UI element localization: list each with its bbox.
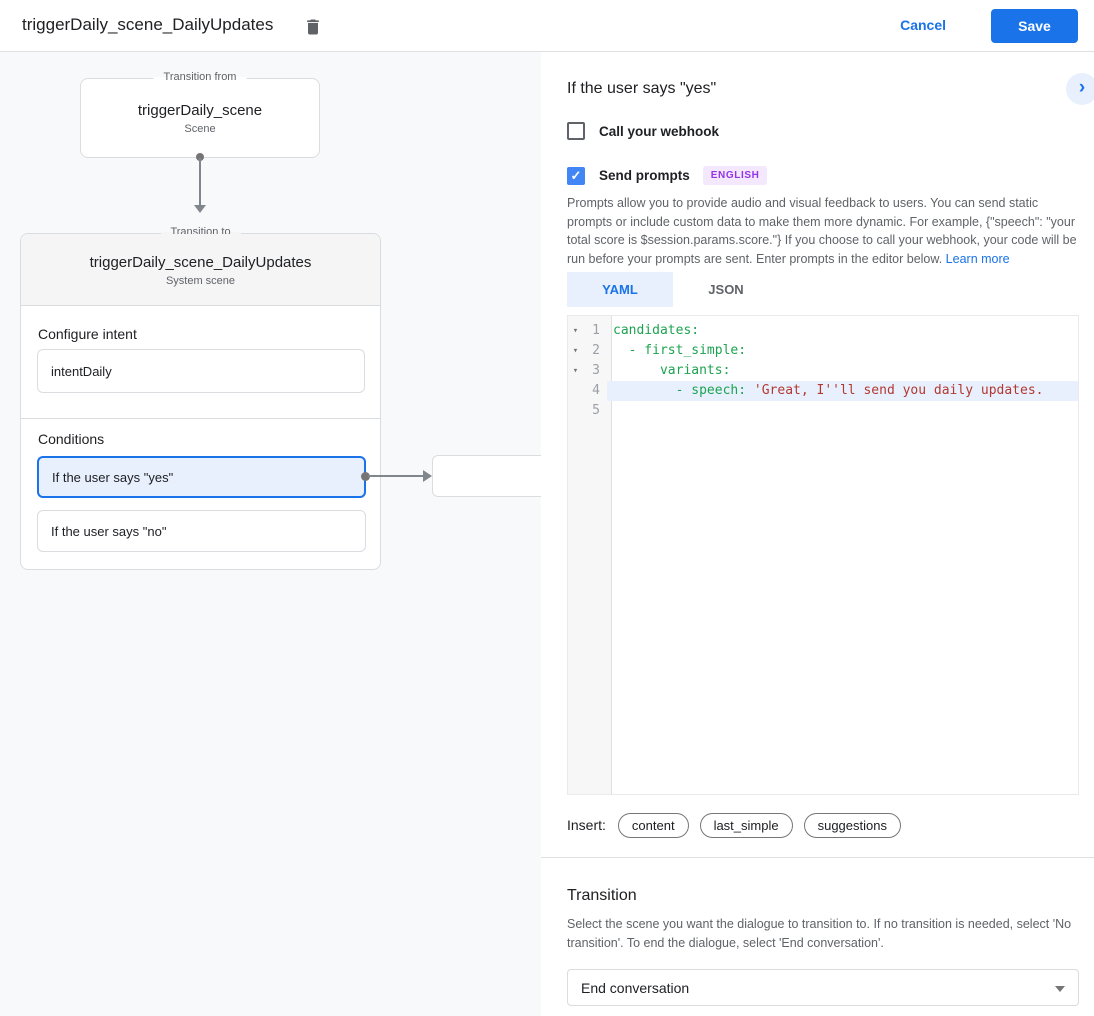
top-bar: triggerDaily_scene_DailyUpdates Cancel S…: [0, 0, 1094, 52]
chevron-right-icon: ›: [1078, 77, 1086, 98]
prompt-code-editor[interactable]: ▾ 1 candidates: ▾ 2 - first_simple: ▾ 3 varian…: [567, 315, 1079, 795]
condition-detail-panel: If the user says "yes" › Call your webho…: [541, 52, 1094, 1016]
fold-spacer: [568, 381, 583, 401]
transition-from-legend: Transition from: [153, 71, 247, 83]
card-divider: [21, 418, 380, 419]
connector-line: [199, 158, 201, 206]
to-scene-header: triggerDaily_scene_DailyUpdates System s…: [21, 234, 380, 306]
arrow-down-icon: [194, 205, 206, 213]
editor-line[interactable]: 4 - speech: 'Great, I''ll send you daily…: [568, 381, 1078, 401]
code-editor-lines: ▾ 1 candidates: ▾ 2 - first_simple: ▾ 3 varian…: [568, 316, 1078, 421]
insert-chip-last-simple[interactable]: last_simple: [699, 812, 793, 838]
trash-icon: [303, 17, 323, 37]
fold-arrow-icon[interactable]: ▾: [572, 326, 579, 336]
configure-intent-heading: Configure intent: [38, 326, 137, 342]
learn-more-link[interactable]: Learn more: [945, 251, 1010, 266]
transition-section-heading: Transition: [567, 887, 637, 904]
call-webhook-checkbox-row[interactable]: Call your webhook: [567, 122, 719, 140]
condition-item-yes[interactable]: If the user says "yes": [37, 456, 366, 498]
webhook-label: Call your webhook: [599, 123, 720, 139]
editor-gutter: [568, 316, 612, 794]
connector-line: [368, 475, 424, 477]
code-line-content: [607, 401, 1078, 421]
transition-description: Select the scene you want the dialogue t…: [567, 917, 1072, 950]
connector-dot: [196, 153, 204, 161]
tab-yaml[interactable]: YAML: [567, 272, 673, 307]
line-number: 1: [592, 323, 600, 338]
main-area: Transition from triggerDaily_scene Scene…: [0, 52, 1094, 1016]
transition-to-card: Transition to triggerDaily_scene_DailyUp…: [20, 226, 381, 570]
from-scene-type: Scene: [184, 123, 216, 135]
intent-item[interactable]: intentDaily: [37, 349, 365, 393]
code-line-content: variants:: [613, 363, 731, 378]
prompts-description-text: Prompts allow you to provide audio and v…: [567, 196, 1077, 266]
editor-format-tabs: YAML JSON: [567, 272, 779, 307]
transition-select-value: End conversation: [581, 979, 690, 996]
condition-detail-title: If the user says "yes": [567, 80, 717, 97]
insert-chip-suggestions[interactable]: suggestions: [803, 812, 901, 838]
flow-diagram-panel: Transition from triggerDaily_scene Scene…: [0, 52, 541, 1016]
conditions-heading: Conditions: [38, 431, 105, 447]
arrow-right-icon: [423, 470, 432, 482]
send-prompts-checkbox[interactable]: ✓: [567, 166, 585, 185]
line-number: 5: [592, 403, 600, 418]
editor-line[interactable]: ▾ 1 candidates:: [568, 321, 1078, 341]
transition-from-node[interactable]: Transition from triggerDaily_scene Scene: [80, 71, 320, 158]
fold-arrow-icon[interactable]: ▾: [572, 366, 579, 376]
fold-arrow-icon[interactable]: ▾: [572, 346, 579, 356]
editor-line[interactable]: ▾ 3 variants:: [568, 361, 1078, 381]
code-line-content: - speech: 'Great, I''ll send you daily u…: [607, 381, 1078, 401]
page-title: triggerDaily_scene_DailyUpdates: [22, 15, 274, 34]
transition-target-node[interactable]: [432, 455, 541, 497]
line-number: 4: [592, 383, 600, 398]
fold-spacer: [568, 401, 583, 421]
webhook-checkbox[interactable]: [567, 122, 585, 140]
chevron-down-icon: [1055, 986, 1065, 992]
save-button[interactable]: Save: [991, 9, 1078, 43]
prompts-description: Prompts allow you to provide audio and v…: [567, 194, 1080, 268]
from-scene-name: triggerDaily_scene: [137, 102, 263, 119]
line-number: 3: [592, 363, 600, 378]
send-prompts-label: Send prompts: [599, 168, 690, 183]
connector-dot: [361, 472, 370, 481]
collapse-panel-button[interactable]: ›: [1066, 73, 1094, 105]
condition-item-no[interactable]: If the user says "no": [37, 510, 366, 552]
insert-chip-content[interactable]: content: [617, 812, 689, 838]
editor-line[interactable]: 5: [568, 401, 1078, 421]
insert-label: Insert:: [567, 817, 606, 833]
send-prompts-checkbox-row[interactable]: ✓ Send prompts ENGLISH: [567, 166, 768, 185]
to-scene-type: System scene: [165, 275, 236, 287]
insert-chip-row: Insert: content last_simple suggestions: [567, 811, 912, 839]
code-line-content: candidates:: [613, 323, 700, 338]
code-line-content: - first_simple:: [613, 343, 747, 358]
delete-scene-button[interactable]: [300, 14, 326, 40]
language-badge: ENGLISH: [702, 166, 768, 185]
line-number: 2: [592, 343, 600, 358]
transition-select[interactable]: End conversation: [567, 969, 1079, 1006]
tab-json[interactable]: JSON: [708, 282, 744, 297]
editor-line[interactable]: ▾ 2 - first_simple:: [568, 341, 1078, 361]
section-divider: [541, 857, 1094, 858]
to-scene-name: triggerDaily_scene_DailyUpdates: [89, 254, 312, 271]
cancel-button[interactable]: Cancel: [892, 11, 954, 39]
